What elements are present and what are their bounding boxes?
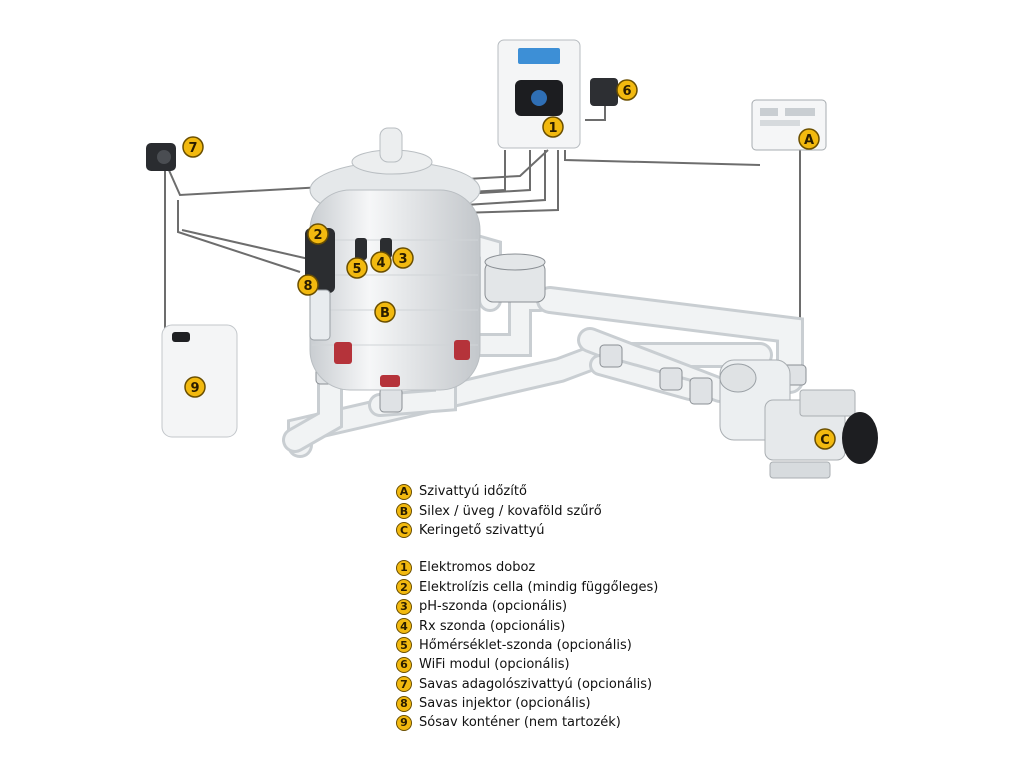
legend-item-3: 3 pH-szonda (opcionális) bbox=[396, 597, 716, 616]
electric-box bbox=[497, 39, 581, 149]
multiport-valve bbox=[484, 253, 546, 303]
legend-label: Savas adagolószivattyú (opcionális) bbox=[419, 676, 653, 692]
ball-valves bbox=[334, 340, 470, 387]
legend: A Szivattyú időzítő B Silex / üveg / kov… bbox=[396, 482, 716, 733]
legend-label: Elektrolízis cella (mindig függőleges) bbox=[419, 579, 659, 595]
sand-filter bbox=[309, 127, 481, 391]
svg-text:4: 4 bbox=[376, 256, 385, 271]
legend-marker: 2 bbox=[396, 579, 412, 596]
legend-item-C: C Keringető szivattyú bbox=[396, 521, 716, 540]
svg-text:B: B bbox=[380, 306, 390, 321]
legend-label: WiFi modul (opcionális) bbox=[419, 657, 570, 673]
svg-text:6: 6 bbox=[622, 84, 631, 99]
legend-item-9: 9 Sósav konténer (nem tartozék) bbox=[396, 713, 716, 732]
legend-marker: 4 bbox=[396, 618, 412, 635]
callout-2: 2 bbox=[307, 223, 329, 245]
callout-6: 6 bbox=[616, 79, 638, 101]
callout-A: A bbox=[798, 128, 820, 150]
legend-label: Rx szonda (opcionális) bbox=[419, 618, 566, 634]
wifi-module bbox=[590, 78, 618, 106]
legend-marker: B bbox=[396, 503, 412, 520]
legend-label: pH-szonda (opcionális) bbox=[419, 599, 568, 615]
callout-9: 9 bbox=[184, 376, 206, 398]
legend-marker: 9 bbox=[396, 714, 412, 731]
callout-1: 1 bbox=[542, 116, 564, 138]
legend-marker: 3 bbox=[396, 598, 412, 615]
callout-C: C bbox=[814, 428, 836, 450]
legend-item-B: B Silex / üveg / kovaföld szűrő bbox=[396, 501, 716, 520]
legend-label: Savas injektor (opcionális) bbox=[419, 696, 591, 712]
legend-marker: 6 bbox=[396, 656, 412, 673]
dosing-pump bbox=[146, 143, 176, 171]
legend-label: Hőmérséklet-szonda (opcionális) bbox=[419, 637, 632, 653]
legend-marker: 8 bbox=[396, 695, 412, 712]
callout-4: 4 bbox=[370, 251, 392, 273]
callout-5: 5 bbox=[346, 257, 368, 279]
svg-text:9: 9 bbox=[190, 381, 199, 396]
legend-item-7: 7 Savas adagolószivattyú (opcionális) bbox=[396, 675, 716, 694]
svg-text:7: 7 bbox=[188, 141, 197, 156]
legend-marker: 7 bbox=[396, 676, 412, 693]
legend-item-6: 6 WiFi modul (opcionális) bbox=[396, 655, 716, 674]
legend-label: Szivattyú időzítő bbox=[419, 484, 527, 500]
legend-item-2: 2 Elektrolízis cella (mindig függőleges) bbox=[396, 578, 716, 597]
legend-label: Sósav konténer (nem tartozék) bbox=[419, 715, 621, 731]
callout-7: 7 bbox=[182, 136, 204, 158]
legend-marker: 1 bbox=[396, 559, 412, 576]
svg-text:8: 8 bbox=[303, 279, 312, 294]
svg-text:5: 5 bbox=[352, 262, 361, 277]
legend-marker: 5 bbox=[396, 637, 412, 654]
legend-label: Keringető szivattyú bbox=[419, 522, 545, 538]
pool-installation-diagram: A B C 1 2 3 4 5 6 7 8 9 bbox=[146, 39, 878, 479]
callout-B: B bbox=[374, 301, 396, 323]
legend-item-A: A Szivattyú időzítő bbox=[396, 482, 716, 501]
svg-text:C: C bbox=[820, 433, 830, 448]
legend-item-1: 1 Elektromos doboz bbox=[396, 558, 716, 577]
legend-item-5: 5 Hőmérséklet-szonda (opcionális) bbox=[396, 636, 716, 655]
legend-item-8: 8 Savas injektor (opcionális) bbox=[396, 694, 716, 713]
legend-label: Elektromos doboz bbox=[419, 560, 536, 576]
probes bbox=[355, 238, 392, 260]
legend-marker: C bbox=[396, 522, 412, 539]
legend-marker: A bbox=[396, 483, 412, 500]
pipework bbox=[282, 228, 804, 458]
svg-text:3: 3 bbox=[398, 252, 407, 267]
callout-3: 3 bbox=[392, 247, 414, 269]
legend-label: Silex / üveg / kovaföld szűrő bbox=[419, 503, 602, 519]
legend-item-4: 4 Rx szonda (opcionális) bbox=[396, 616, 716, 635]
legend-spacer bbox=[396, 540, 716, 558]
callout-8: 8 bbox=[297, 274, 319, 296]
svg-text:2: 2 bbox=[313, 228, 322, 243]
svg-text:A: A bbox=[804, 133, 814, 148]
svg-text:1: 1 bbox=[548, 121, 557, 136]
